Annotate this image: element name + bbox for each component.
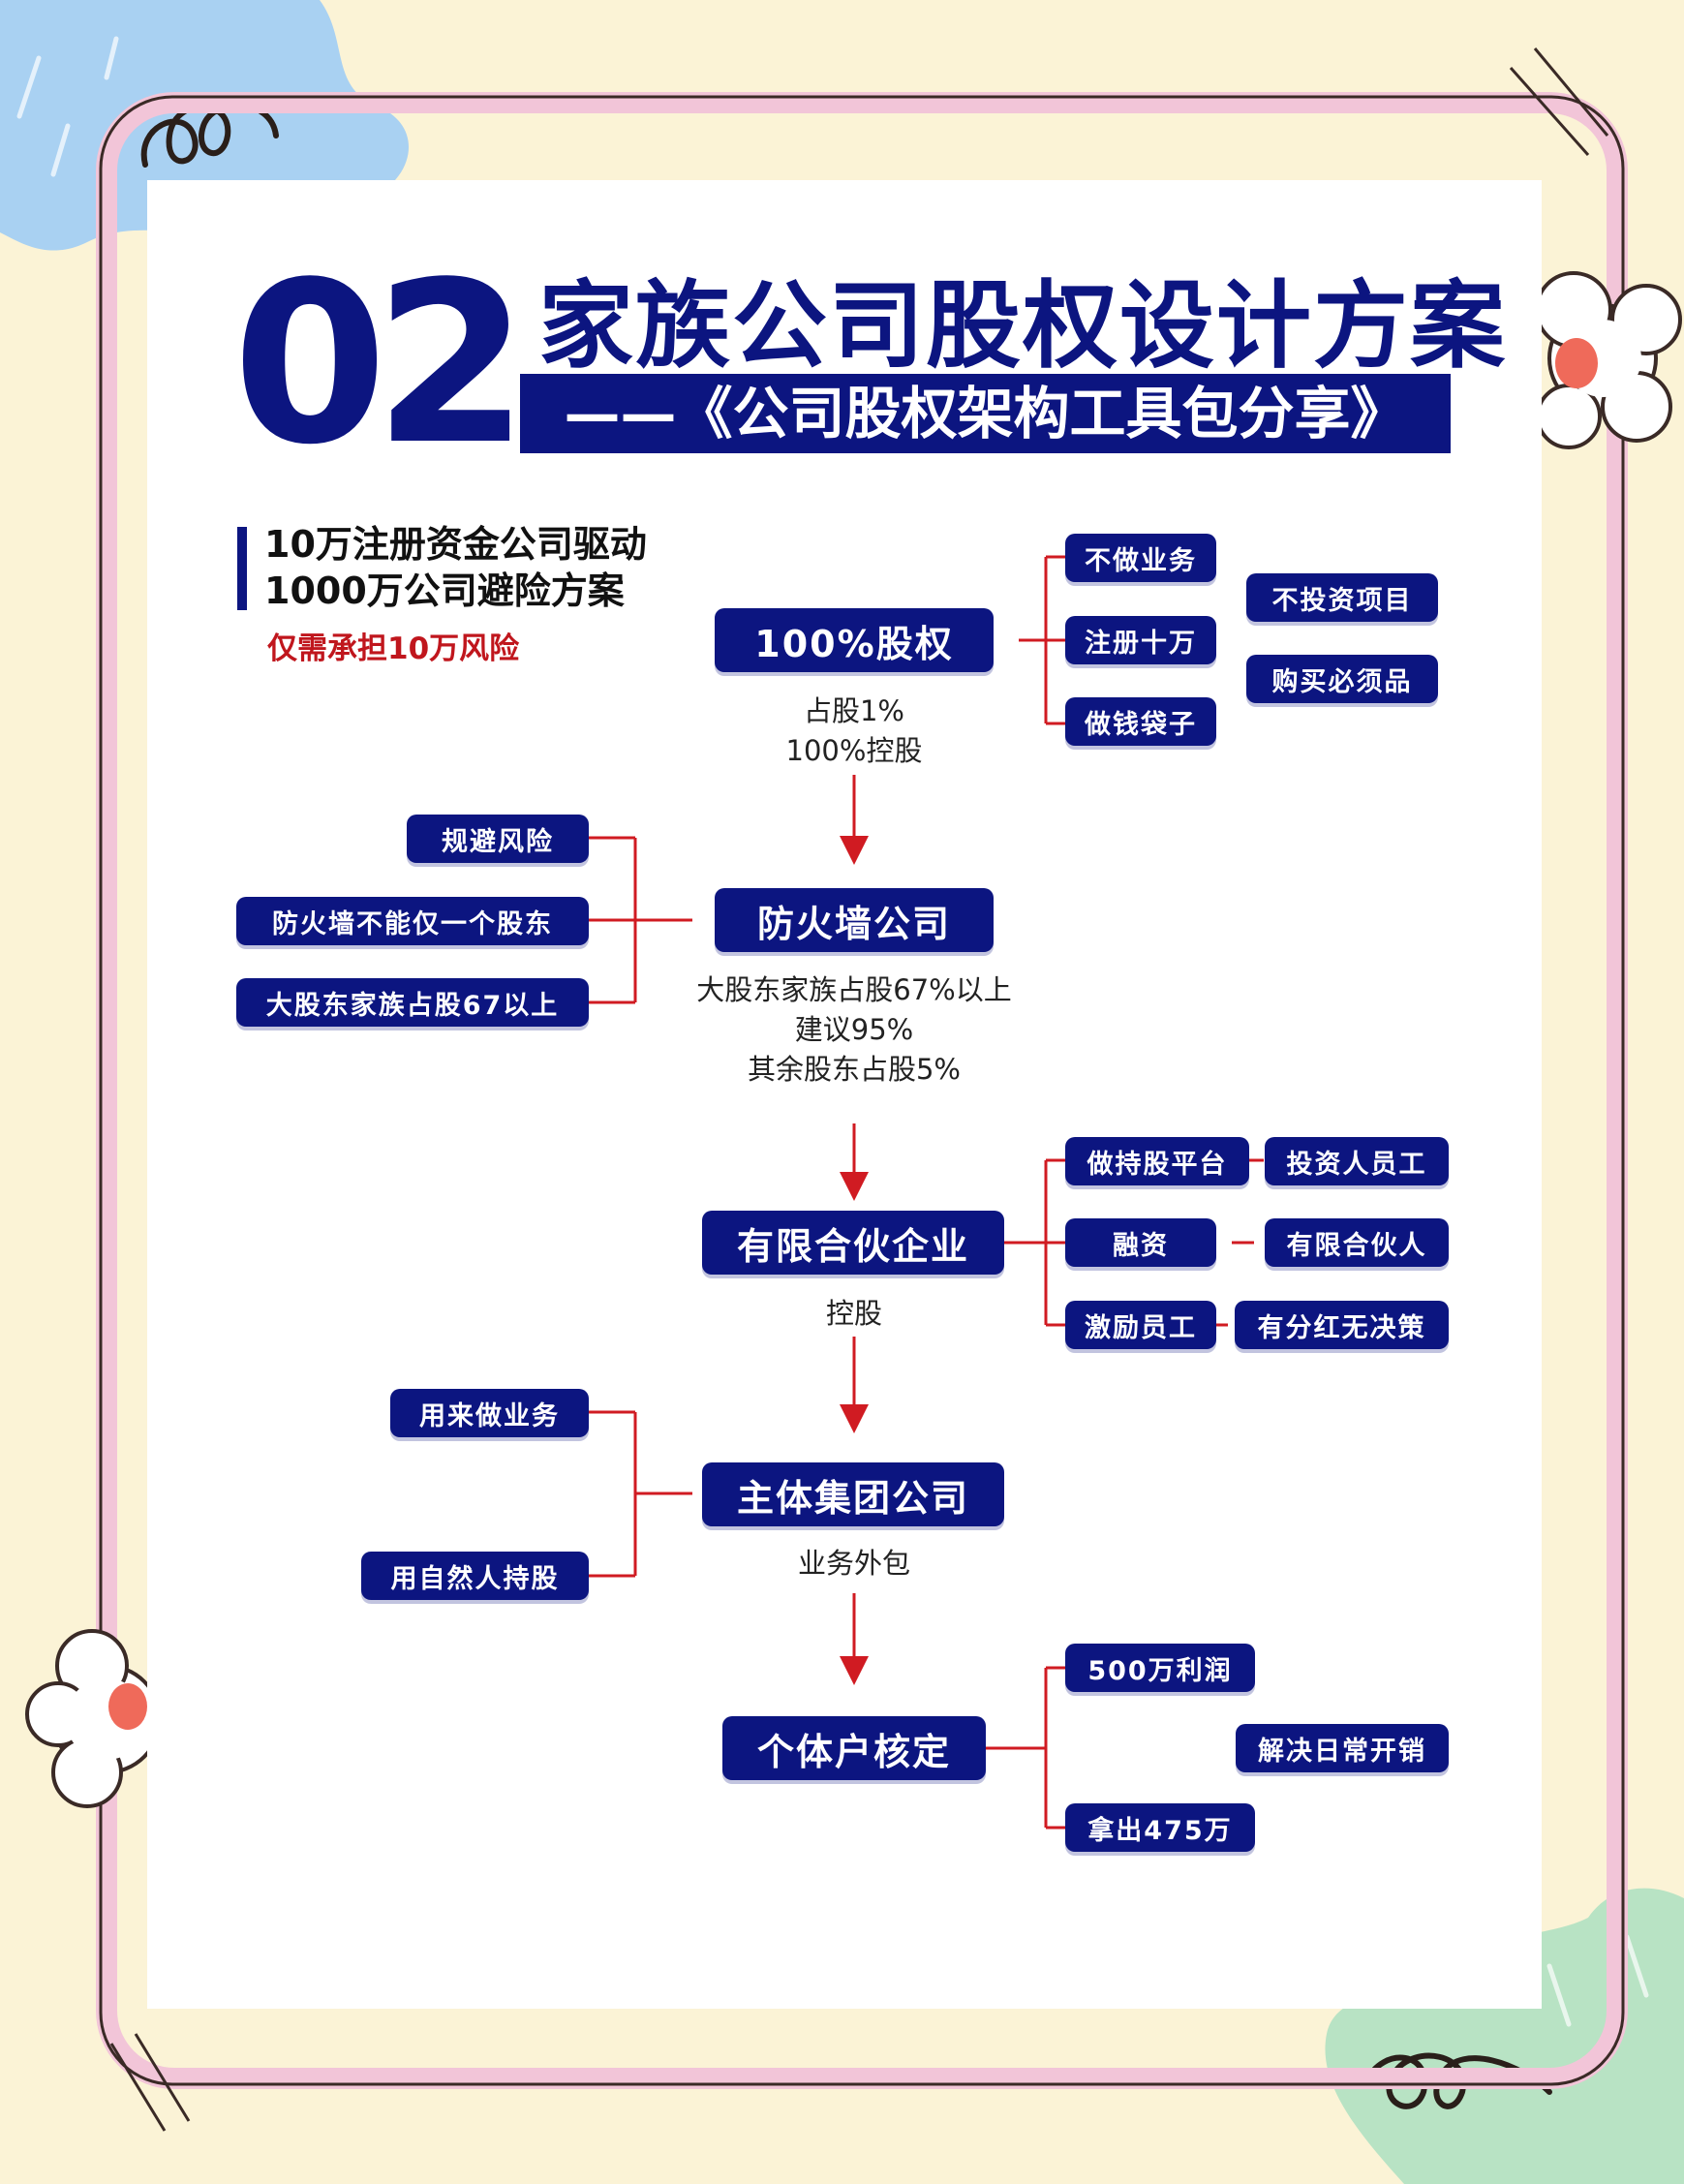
branch-financing: 融资 xyxy=(1065,1218,1216,1267)
section-number: 02 xyxy=(232,235,529,494)
branch-holding-platform: 做持股平台 xyxy=(1065,1137,1249,1185)
inner-frame-line xyxy=(99,95,1625,2086)
branch-major-shareholder-67: 大股东家族占股67以上 xyxy=(236,978,589,1027)
branch-5m-profit: 500万利润 xyxy=(1065,1644,1255,1692)
pink-frame xyxy=(96,92,1628,2089)
step-limited-partnership: 有限合伙企业 xyxy=(702,1211,1004,1275)
flower-decoration-left xyxy=(25,1629,162,1808)
page-title: 家族公司股权设计方案 xyxy=(538,271,1508,382)
risk-note: 仅需承担10万风险 xyxy=(267,631,520,666)
branch-natural-person-holding: 用自然人持股 xyxy=(361,1552,589,1600)
content-card xyxy=(147,180,1542,2009)
branch-avoid-risk: 规避风险 xyxy=(407,815,589,863)
bracket-100-percent xyxy=(1019,555,1065,725)
partnership-link-lines xyxy=(1215,1158,1264,1327)
extra-limited-partner: 有限合伙人 xyxy=(1265,1218,1449,1267)
note-line: 业务外包 xyxy=(797,1547,910,1580)
page-subtitle: ——《公司股权架构工具包分享》 xyxy=(520,374,1451,453)
step-firewall-notes: 大股东家族占股67%以上 建议95% 其余股东占股5% xyxy=(660,970,1048,1090)
branch-register-100k: 注册十万 xyxy=(1065,616,1216,664)
green-splash-decoration xyxy=(1325,1888,1684,2184)
branch-take-out-4-75m: 拿出475万 xyxy=(1065,1803,1255,1852)
step-100-percent-equity: 100%股权 xyxy=(715,608,994,672)
branch-not-single-shareholder: 防火墙不能仅一个股东 xyxy=(236,897,589,945)
branch-for-business: 用来做业务 xyxy=(390,1389,589,1437)
step-main-group-company: 主体集团公司 xyxy=(702,1462,1004,1526)
step-100-percent-notes: 占股1% 100%控股 xyxy=(709,692,999,771)
note-line: 建议95% xyxy=(794,1013,914,1046)
bracket-group xyxy=(589,1410,692,1578)
bracket-firewall xyxy=(589,836,692,1004)
extra-no-investment: 不投资项目 xyxy=(1246,573,1438,622)
extra-daily-expenses: 解决日常开销 xyxy=(1236,1724,1449,1772)
bracket-individual xyxy=(986,1666,1065,1830)
step-group-notes: 业务外包 xyxy=(757,1544,951,1584)
note-line: 占股1% xyxy=(803,694,904,727)
intro-line-1: 10万注册资金公司驱动 xyxy=(264,523,647,566)
extra-dividend-no-decision: 有分红无决策 xyxy=(1235,1301,1449,1349)
step-firewall-company: 防火墙公司 xyxy=(715,888,994,952)
bracket-partnership xyxy=(1004,1158,1065,1327)
flower-decoration-right xyxy=(1535,271,1682,449)
step-individual-business: 个体户核定 xyxy=(722,1716,986,1780)
branch-money-bag: 做钱袋子 xyxy=(1065,697,1216,746)
note-line: 控股 xyxy=(825,1297,882,1330)
branch-no-business: 不做业务 xyxy=(1065,534,1216,582)
intro-accent-bar xyxy=(237,527,247,610)
extra-buy-necessities: 购买必须品 xyxy=(1246,655,1438,703)
note-line: 其余股东占股5% xyxy=(747,1053,961,1086)
intro-line-2: 1000万公司避险方案 xyxy=(264,569,625,612)
note-line: 100%控股 xyxy=(785,734,923,767)
extra-investor-employees: 投资人员工 xyxy=(1265,1137,1449,1185)
note-line: 大股东家族占股67%以上 xyxy=(696,973,1012,1006)
branch-employee-incentive: 激励员工 xyxy=(1065,1301,1216,1349)
step-partnership-notes: 控股 xyxy=(757,1294,951,1334)
